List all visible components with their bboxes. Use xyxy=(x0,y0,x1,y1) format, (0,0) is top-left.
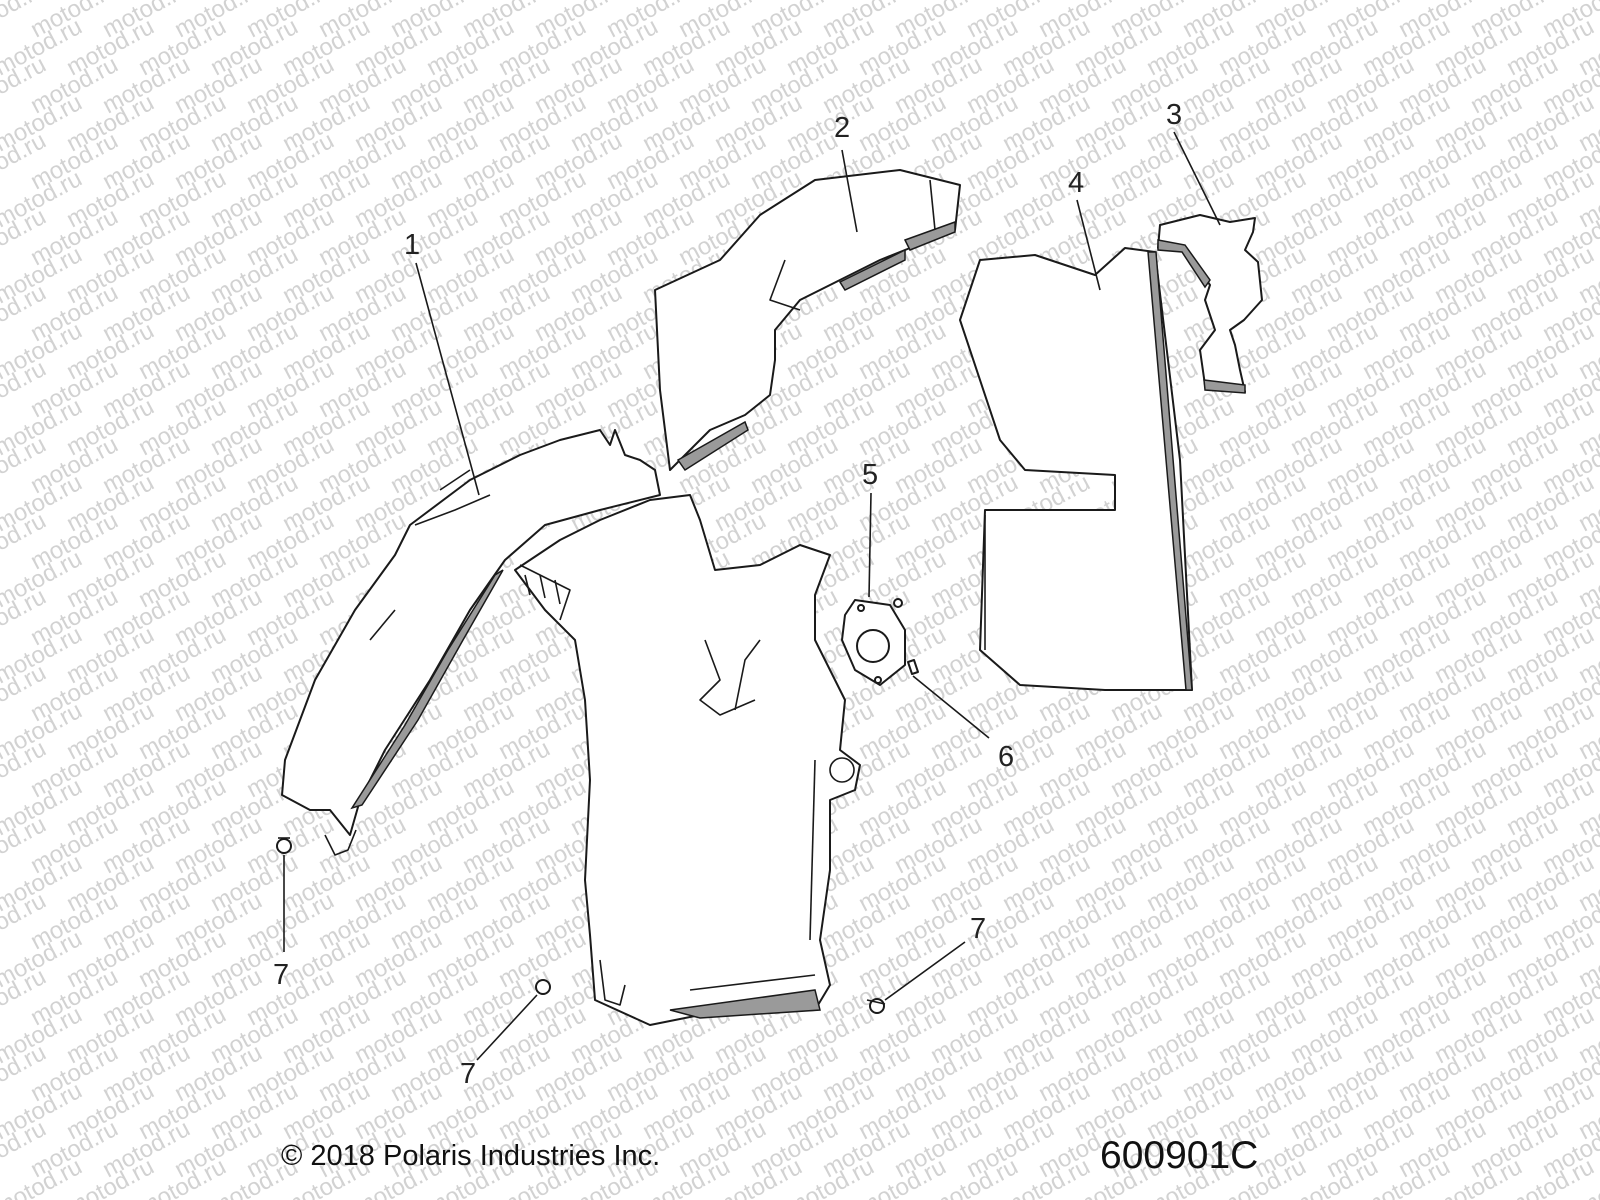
callout-7a: 7 xyxy=(273,959,289,991)
part-7-rivet-bottom xyxy=(535,979,551,995)
leader-lines xyxy=(283,131,1221,1061)
part-1-fender xyxy=(281,429,661,856)
copyright-notice: © 2018 Polaris Industries Inc. xyxy=(281,1140,661,1172)
leader-5 xyxy=(868,492,872,598)
part-7-rivet-right xyxy=(866,998,886,1014)
callout-7c: 7 xyxy=(970,913,986,945)
callout-2: 2 xyxy=(834,112,850,144)
part-center-panel xyxy=(514,494,861,1026)
callout-5: 5 xyxy=(862,459,878,491)
leader-4 xyxy=(1076,199,1101,291)
leader-6 xyxy=(912,675,990,739)
leader-3 xyxy=(1173,131,1221,226)
drawing-number: 600901C xyxy=(1100,1134,1259,1177)
leader-7c xyxy=(884,941,966,1001)
callout-labels: 1 2 3 4 5 6 7 7 7 xyxy=(273,99,1182,1090)
part-6-screw xyxy=(893,598,919,675)
callout-4: 4 xyxy=(1068,167,1084,199)
leader-1 xyxy=(415,262,480,496)
callout-6: 6 xyxy=(998,741,1014,773)
watermark-text: motod.ru xyxy=(1574,0,1600,5)
part-4-side-panel xyxy=(959,247,1193,691)
part-5-grommet xyxy=(841,599,906,686)
callout-3: 3 xyxy=(1166,99,1182,131)
leader-2 xyxy=(841,149,858,233)
part-3-bracket xyxy=(1157,214,1263,394)
callout-1: 1 xyxy=(404,229,420,261)
callout-7b: 7 xyxy=(460,1058,476,1090)
part-2-deflector xyxy=(654,169,961,472)
part-7-rivet-left xyxy=(276,837,292,854)
leader-7b xyxy=(476,994,538,1061)
